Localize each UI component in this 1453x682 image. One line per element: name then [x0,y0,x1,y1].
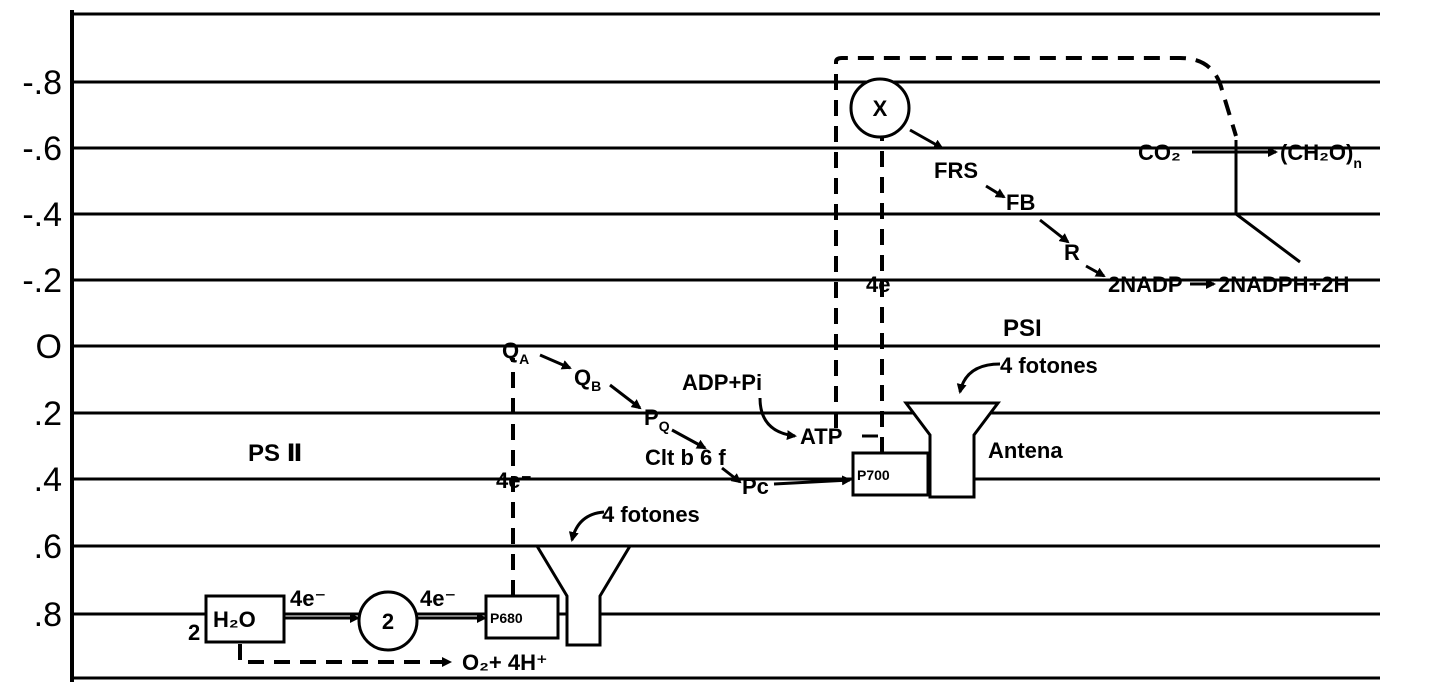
arrow-frs-fb [986,186,1004,197]
adp-label: ADP+Pi [682,370,762,395]
electrons-mn-label: 4e⁻ [420,586,456,611]
x-acceptor-label: X [873,96,888,121]
tick-label: -.4 [22,196,62,234]
tick-label: .8 [34,596,62,634]
nadph-label: 2NADPH+2H [1218,272,1349,297]
arrow-x-frs [910,130,942,148]
photons-ps2-arrow [572,512,604,540]
water-coefficient: 2 [188,620,200,645]
water-label: H₂O [213,607,256,632]
tick-label: .2 [34,395,62,433]
arrow-qa-qb [540,355,570,368]
axis-tick-labels: -.8 -.6 -.4 -.2 O .2 .4 .6 .8 [22,64,62,634]
arrow-r-nadp [1086,266,1104,276]
ps1-label: PSI [1003,315,1042,342]
pq-label: PQ [644,405,670,434]
qb-label: QB [574,365,601,394]
tick-label: .4 [34,461,62,499]
p680-label: P680 [490,610,523,626]
cytochrome-label: Clt b 6 f [645,445,726,470]
frs-label: FRS [934,158,978,183]
tick-label: .6 [34,528,62,566]
arrow-fb-r [1040,220,1068,242]
photons-ps1-arrow [960,364,1000,392]
pc-label: Pc [742,474,769,499]
electrons-ps2-label: 4e⁻ [496,468,532,493]
r-label: R [1064,240,1080,265]
oxygen-label: O₂+ 4H⁺ [462,650,548,675]
qa-label: QA [502,338,529,367]
photons-ps2-label: 4 fotones [602,502,700,527]
co2-label: CO₂ [1138,140,1181,165]
tick-label: O [36,328,62,366]
ps2-label: PS Ⅱ [248,440,303,467]
antenna-label: Antena [988,438,1063,463]
nadp-label: 2NADP [1108,272,1183,297]
ch2o-label: (CH₂O)n [1280,140,1362,171]
fb-label: FB [1006,190,1035,215]
tick-label: -.6 [22,130,62,168]
mn-complex-label: 2 [382,609,394,634]
axis-grid [72,10,1380,682]
atp-synthesis-arrow [760,398,795,436]
tick-label: -.8 [22,64,62,102]
tick-label: -.2 [22,262,62,300]
electrons-water-label: 4e⁻ [290,586,326,611]
electrons-ps1-label: 4e⁻ [866,272,902,297]
oxygen-dashed-arrow [240,644,450,662]
arrow-qb-pq [610,385,640,408]
p700-label: P700 [857,467,890,483]
photons-ps1-label: 4 fotones [1000,353,1098,378]
arrow-pc-p700 [774,480,850,484]
